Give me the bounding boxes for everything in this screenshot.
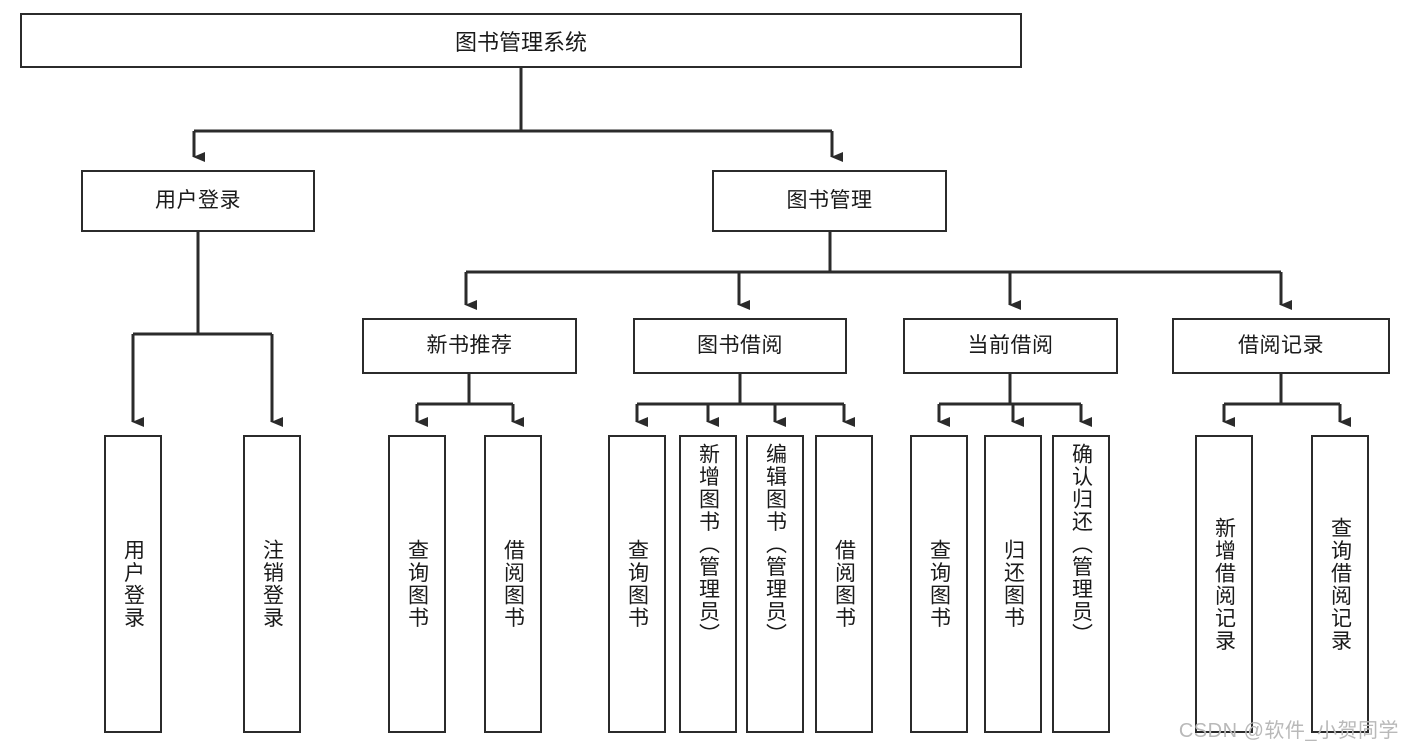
node-borrow-records[interactable]: 借阅记录 [1172, 318, 1390, 374]
node-label: 查询借阅记录 [1328, 516, 1352, 652]
node-label: 确认归还（管理员） [1069, 443, 1093, 646]
leaf-add-book-admin[interactable]: 新增图书（管理员） [679, 435, 737, 733]
leaf-query-book-recommend[interactable]: 查询图书 [388, 435, 446, 733]
leaf-logout[interactable]: 注销登录 [243, 435, 301, 733]
node-root-system[interactable]: 图书管理系统 [20, 13, 1022, 68]
node-label: 查询图书 [405, 539, 429, 629]
node-label: 用户登录 [155, 189, 241, 213]
leaf-borrow-book[interactable]: 借阅图书 [815, 435, 873, 733]
node-label: 查询图书 [927, 539, 951, 629]
node-label: 新增借阅记录 [1212, 516, 1236, 652]
node-label: 注销登录 [260, 539, 284, 629]
leaf-borrow-book-recommend[interactable]: 借阅图书 [484, 435, 542, 733]
node-label: 借阅图书 [501, 539, 525, 629]
leaf-query-book-current[interactable]: 查询图书 [910, 435, 968, 733]
node-current-borrow[interactable]: 当前借阅 [903, 318, 1118, 374]
node-book-borrow[interactable]: 图书借阅 [633, 318, 847, 374]
leaf-add-borrow-record[interactable]: 新增借阅记录 [1195, 435, 1253, 733]
leaf-query-borrow-record[interactable]: 查询借阅记录 [1311, 435, 1369, 733]
node-label: 新增图书（管理员） [696, 443, 720, 646]
node-label: 图书借阅 [697, 334, 783, 358]
leaf-confirm-return-admin[interactable]: 确认归还（管理员） [1052, 435, 1110, 733]
node-user-login[interactable]: 用户登录 [81, 170, 315, 232]
leaf-query-book-borrow[interactable]: 查询图书 [608, 435, 666, 733]
node-label: 图书管理系统 [454, 29, 587, 55]
node-label: 当前借阅 [967, 334, 1054, 358]
node-book-management[interactable]: 图书管理 [712, 170, 947, 232]
node-label: 新书推荐 [426, 334, 513, 358]
csdn-watermark: CSDN @软件_小贺同学 [1178, 720, 1399, 742]
node-label: 借阅图书 [832, 539, 856, 629]
leaf-user-login[interactable]: 用户登录 [104, 435, 162, 733]
node-label: 图书管理 [786, 189, 873, 213]
node-new-book-recommend[interactable]: 新书推荐 [362, 318, 577, 374]
node-label: 归还图书 [1001, 539, 1025, 629]
leaf-return-book[interactable]: 归还图书 [984, 435, 1042, 733]
node-label: 编辑图书（管理员） [763, 443, 787, 646]
node-label: 用户登录 [121, 539, 145, 629]
leaf-edit-book-admin[interactable]: 编辑图书（管理员） [746, 435, 804, 733]
node-label: 借阅记录 [1238, 334, 1324, 358]
node-label: 查询图书 [625, 539, 649, 629]
